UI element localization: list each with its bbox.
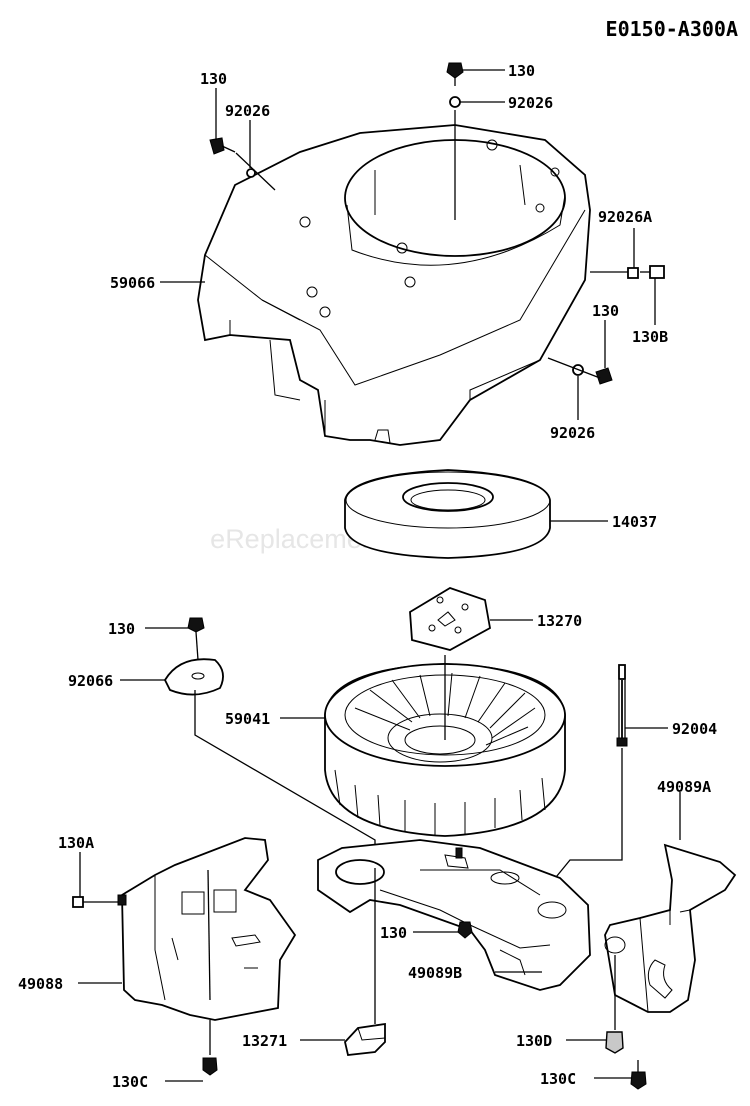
label-49088: 49088: [18, 975, 63, 993]
label-49089B: 49089B: [408, 964, 462, 982]
label-130C-right: 130C: [540, 1070, 576, 1088]
screw-130C-left: [202, 1020, 218, 1076]
screen-14037: [344, 469, 551, 559]
label-92026-top: 92026: [508, 94, 553, 112]
screw-130-mid: [187, 617, 205, 661]
baffle-49089B: [317, 839, 591, 991]
label-130D: 130D: [516, 1032, 552, 1050]
screw-130B: [640, 265, 665, 279]
label-130B: 130B: [632, 328, 668, 346]
shroud-59066: [197, 124, 591, 446]
label-92026A: 92026A: [598, 208, 652, 226]
label-59066: 59066: [110, 274, 155, 292]
label-130A: 130A: [58, 834, 94, 852]
label-130-mid: 130: [108, 620, 135, 638]
screw-130D: [605, 955, 624, 1054]
label-49089A: 49089A: [657, 778, 711, 796]
rod-92004: [616, 664, 628, 747]
leader-lines: [78, 69, 681, 1082]
label-130-top-left: 130: [200, 70, 227, 88]
screw-130A: [72, 896, 118, 908]
label-59041: 59041: [225, 710, 270, 728]
label-92004: 92004: [672, 720, 717, 738]
screw-130C-right: [630, 1060, 647, 1090]
label-92026-right: 92026: [550, 424, 595, 442]
label-130-right: 130: [592, 302, 619, 320]
plate-13270: [409, 587, 491, 651]
label-92066: 92066: [68, 672, 113, 690]
label-13271: 13271: [242, 1032, 287, 1050]
screw-130-right: [595, 367, 613, 385]
bracket-13271: [344, 1022, 386, 1056]
label-13270: 13270: [537, 612, 582, 630]
screw-130-top-left: [209, 137, 236, 155]
shield-49088: [117, 837, 297, 1021]
screw-130-low: [457, 921, 473, 939]
label-14037: 14037: [612, 513, 657, 531]
shield-49089A: [604, 843, 737, 1013]
washer-92026-top-left: [246, 168, 256, 178]
spacer-92026A: [627, 267, 639, 279]
plate-92066: [163, 658, 224, 696]
label-92026-top-left: 92026: [225, 102, 270, 120]
label-130C: 130C: [112, 1073, 148, 1091]
diagram-code: E0150-A300A: [606, 17, 738, 41]
label-130-low: 130: [380, 924, 407, 942]
washer-92026-top: [449, 96, 461, 108]
label-130-top: 130: [508, 62, 535, 80]
fan-59041: [324, 655, 566, 837]
screw-130-top: [446, 62, 464, 86]
